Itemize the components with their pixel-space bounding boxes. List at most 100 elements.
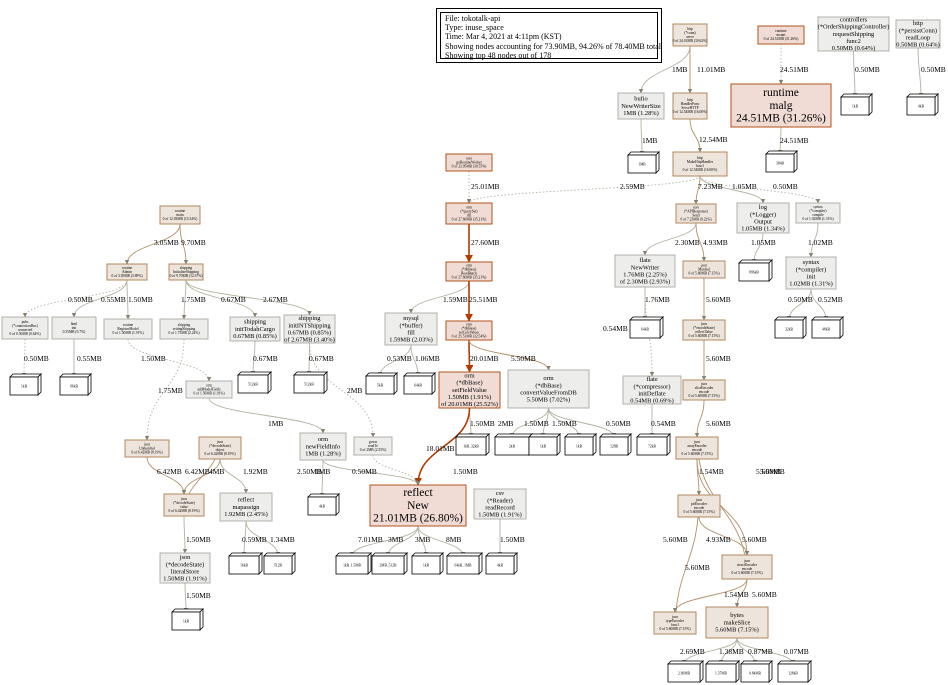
edge-n_http_handler-n_http_mw — [689, 118, 703, 153]
size-box: 512kB — [293, 371, 328, 394]
node-text-line: http — [687, 27, 693, 31]
size-box-label: 64kB..1MB — [455, 564, 473, 568]
node-text-line: 0 of 5.60MB (7.15%) — [688, 272, 720, 276]
legend-top: Showing top 48 nodes out of 178 — [445, 50, 552, 60]
node-text-line: 0 of 5.60MB (7.15%) — [681, 452, 713, 456]
node-text-line: 0.55MB (0.7%) — [63, 330, 86, 334]
node-text-line: compile — [812, 213, 824, 217]
size-box-label: 0.84MB — [749, 672, 761, 676]
node-text-line: 0 of 1.02MB (1.31%) — [802, 217, 834, 221]
node-text-line: (*persistConn) — [899, 27, 937, 34]
node-controllers[interactable]: controllers(*OrderShippingController)req… — [817, 16, 890, 53]
edge-label: 0.50MB — [606, 419, 631, 428]
edge-label: 5.60MB — [752, 590, 777, 599]
edge-label: 1.38MB — [719, 647, 744, 656]
size-box-label: 4kB — [319, 505, 326, 509]
node-text-line: govar — [369, 440, 378, 444]
edge-n_http_conn-n_bufio — [638, 45, 691, 94]
node-text-line: 24.51MB (31.26%) — [736, 113, 826, 125]
node-text-line: shipping — [180, 266, 193, 270]
node-text-line: 0 of 1.50MB (1.91%) — [193, 392, 225, 396]
node-text-line: 0 of 23.95MB (30.55%) — [452, 165, 487, 169]
profile-legend: File: tokotalk-api Type: inuse_space Tim… — [436, 8, 662, 63]
node-text-line: 5.60MB (7.15%) — [715, 627, 759, 634]
node-text-line: encode — [692, 448, 703, 452]
node-text-line: 0.50MB (0.64%) — [896, 42, 940, 49]
edge-n_json_structenc-n_bytes_makeslice — [734, 578, 748, 608]
size-box: 1kB — [564, 433, 597, 456]
size-box-label: 64kB — [641, 328, 649, 332]
node-text-line: func1 — [671, 623, 679, 627]
size-box: 4kB — [307, 493, 340, 516]
edge-label: 0.50MB — [24, 354, 49, 363]
edge-n_flate_writer-n_flate_inflate — [644, 286, 655, 377]
edge-n_orm_newfield-b_newfield — [319, 459, 325, 498]
node-text-line: orm — [466, 263, 472, 267]
node-text-line: 0 of 24.51MB (31.26%) — [764, 37, 799, 41]
node-text-line: (*compiler) — [810, 209, 828, 213]
node-text-line: initTodahCargo — [235, 326, 275, 333]
node-text-line: json — [700, 382, 707, 386]
edge-n_orm_setcol-n_orm_setfield — [465, 339, 474, 373]
node-text-line: bufio — [634, 96, 648, 103]
node-text-line: mstart — [777, 33, 786, 37]
node-text-line: encode — [742, 567, 753, 571]
size-box: 1kB — [411, 552, 444, 575]
node-text-line: 0 of 1.75MB (2.24%) — [168, 331, 200, 335]
node-text-line: 0 of 24.01MB (30.62%) — [673, 39, 708, 43]
edge-label: 1.50MB — [552, 419, 577, 428]
edge-n_core_api-n_json_marshal1 — [695, 222, 707, 262]
size-box: 2kB — [494, 433, 533, 456]
edge-label: 1.05MB — [732, 182, 757, 191]
edge-label: 0.50MB — [352, 467, 377, 476]
